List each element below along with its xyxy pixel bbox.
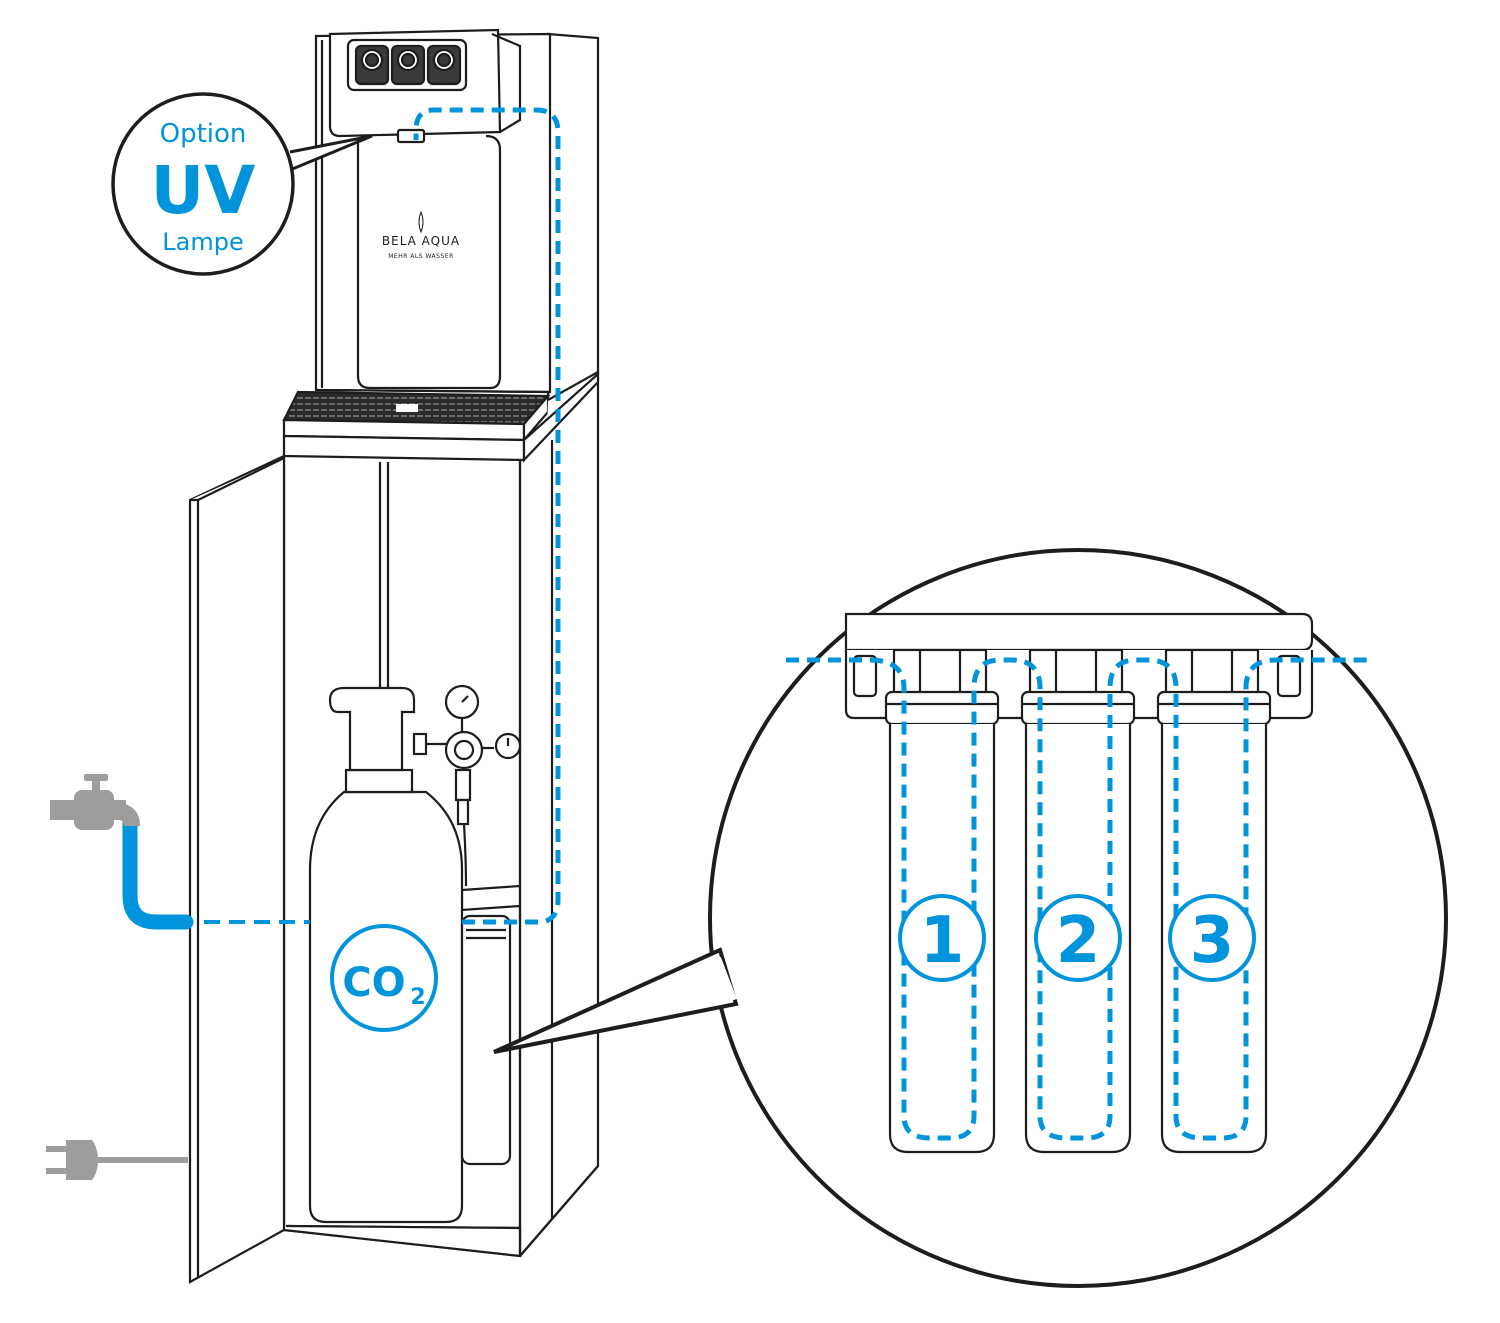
svg-text:BELA AQUA: BELA AQUA [382,234,460,248]
co2-label: CO [342,960,405,1006]
uv-lamp-label: Lampe [162,228,243,256]
brand-logo: BELA AQUA MEHR ALS WASSER [382,210,460,260]
dispense-buttons[interactable] [354,44,462,86]
uv-option-label: Option [160,119,247,149]
co2-bottle [308,684,522,1224]
filter-badge-2: 2 [1034,894,1122,982]
uv-title: UV [151,152,256,229]
dispenser-upper-unit [314,28,600,404]
uv-option-callout: Option UV Lampe [111,92,373,276]
water-path [122,107,561,930]
power-plug-icon [46,1140,188,1180]
filter-number-1: 1 [920,904,965,978]
co2-badge: CO 2 [330,924,438,1032]
drip-tray [282,390,551,443]
filter-flow-path [786,657,1368,1141]
filter-number-3: 3 [1190,904,1235,978]
svg-text:MEHR ALS WASSER: MEHR ALS WASSER [388,253,454,260]
filter-badge-1: 1 [898,894,986,982]
water-tap-icon [50,774,140,830]
co2-subscript: 2 [410,985,425,1010]
filter-badge-3: 3 [1168,894,1256,982]
filter-detail-callout: 1 2 3 [493,548,1448,1288]
cabinet-door[interactable] [188,454,286,1284]
cabinet-filter-housing [460,914,512,1166]
filter-number-2: 2 [1056,904,1101,978]
